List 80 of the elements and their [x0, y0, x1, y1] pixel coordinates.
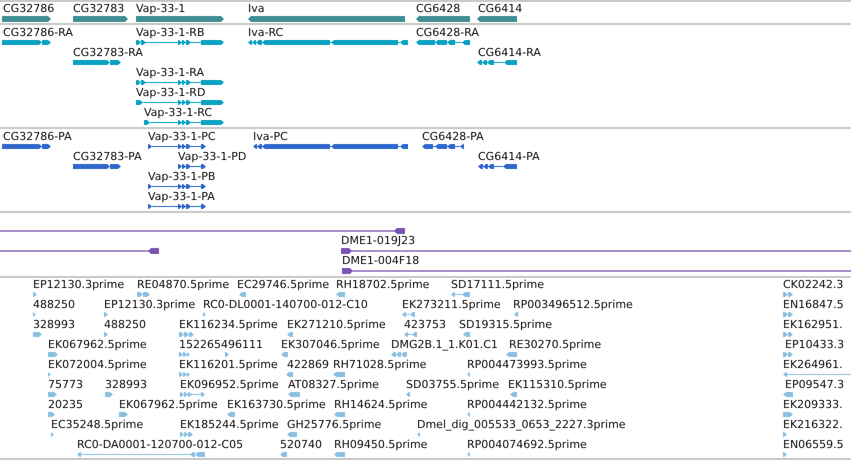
est-label: EP12130.3prime	[104, 298, 196, 312]
est-label: AT08327.5prime	[288, 378, 379, 392]
protein-label: Vap-33-1-PA	[148, 190, 215, 204]
gene-label: CG6414	[478, 2, 522, 16]
transcript-label: CG6414-RA	[478, 46, 541, 60]
protein-label: CG32783-PA	[73, 150, 142, 164]
est-label: RC0-DA0001-120700-012-C05	[77, 438, 244, 452]
est-label: 328993	[105, 378, 147, 392]
protein-label: CG6428-PA	[422, 130, 484, 144]
est-label: 488250	[33, 298, 75, 312]
est-label: RP004074692.5prime	[467, 438, 587, 452]
est-label: 423753	[404, 318, 446, 332]
est-label: EN16847.5	[783, 298, 844, 312]
gene-label: Vap-33-1	[136, 2, 186, 16]
est-label: EK116234.5prime	[179, 318, 278, 332]
est-label: RP004442132.5prime	[467, 398, 587, 412]
est-label: CK02242.3	[783, 278, 844, 292]
protein-label: CG32786-PA	[3, 130, 72, 144]
est-label: GH25776.5prime	[287, 418, 382, 432]
est-label: EC29746.5prime	[237, 278, 330, 292]
est-label: RP003496512.5prime	[513, 298, 633, 312]
gene-label: Iva	[248, 2, 264, 16]
est-label: RH14624.5prime	[334, 398, 428, 412]
est-label: EP12130.3prime	[33, 278, 124, 292]
protein-label: Vap-33-1-PC	[148, 130, 216, 144]
est-label: EK072004.5prime	[48, 358, 147, 372]
est-label: EK163730.5prime	[227, 398, 326, 412]
est-label: EK115310.5prime	[508, 378, 607, 392]
est-label: RC0-DL0001-140700-012-C10	[203, 298, 368, 312]
est-label: 422869	[287, 358, 329, 372]
clone-label: DME1-004F18	[342, 254, 420, 268]
est-label: EK264961.	[783, 358, 843, 372]
est-label: 520740	[280, 438, 322, 452]
est-label: RP004473993.5prime	[467, 358, 587, 372]
est-label: EC35248.5prime	[51, 418, 144, 432]
est-label: EK273211.5prime	[402, 298, 501, 312]
est-label: RE04870.5prime	[137, 278, 230, 292]
transcript-label: Iva-RC	[248, 26, 284, 40]
est-label: 488250	[104, 318, 146, 332]
est-label: 328993	[33, 318, 75, 332]
est-label: EK209333.	[783, 398, 843, 412]
est-label: 75773	[48, 378, 83, 392]
est-label: EK067962.5prime	[48, 338, 147, 352]
est-label: EK096952.5prime	[180, 378, 279, 392]
est-label: RH18702.5prime	[336, 278, 430, 292]
est-label: EK116201.5prime	[179, 358, 278, 372]
est-label: RH71028.5prime	[333, 358, 426, 372]
protein-label: Vap-33-1-PB	[148, 170, 216, 184]
transcript-label: Vap-33-1-RD	[136, 86, 206, 100]
protein-label: Iva-PC	[253, 130, 288, 144]
transcript-label: CG32783-RA	[73, 46, 143, 60]
gene-label: CG32783	[73, 2, 124, 16]
est-label: EK271210.5prime	[287, 318, 386, 332]
est-label: SD03755.5prime	[406, 378, 499, 392]
transcript-label: CG32786-RA	[3, 26, 73, 40]
protein-label: CG6414-PA	[478, 150, 540, 164]
est-label: EK216322.	[783, 418, 843, 432]
clone-label: DME1-019J23	[341, 234, 416, 248]
est-label: Dmel_dig_005533_0653_2227.3prime	[417, 418, 626, 432]
est-label: EK162951.	[783, 318, 843, 332]
est-label: DMG2B.1_1.K01.C1	[391, 338, 498, 352]
est-label: EK067962.5prime	[119, 398, 218, 412]
transcript-label: Vap-33-1-RA	[136, 66, 204, 80]
est-label: EN06559.5	[783, 438, 844, 452]
est-label: 152265496111	[179, 338, 263, 352]
est-label: SD19315.5prime	[459, 318, 552, 332]
transcript-label: Vap-33-1-RC	[144, 106, 212, 120]
est-label: 20235	[48, 398, 83, 412]
protein-label: Vap-33-1-PD	[178, 150, 246, 164]
transcript-label: CG6428-RA	[416, 26, 479, 40]
est-label: EP09547.3	[785, 378, 844, 392]
transcript-label: Vap-33-1-RB	[136, 26, 204, 40]
est-label: EK307046.5prime	[281, 338, 380, 352]
est-label: RE30270.5prime	[509, 338, 602, 352]
est-label: EP10433.3	[785, 338, 844, 352]
est-label: SD17111.5prime	[451, 278, 544, 292]
gene-label: CG6428	[416, 2, 460, 16]
est-label: RH09450.5prime	[334, 438, 428, 452]
est-label: EK185244.5prime	[180, 418, 279, 432]
gene-label: CG32786	[3, 2, 54, 16]
